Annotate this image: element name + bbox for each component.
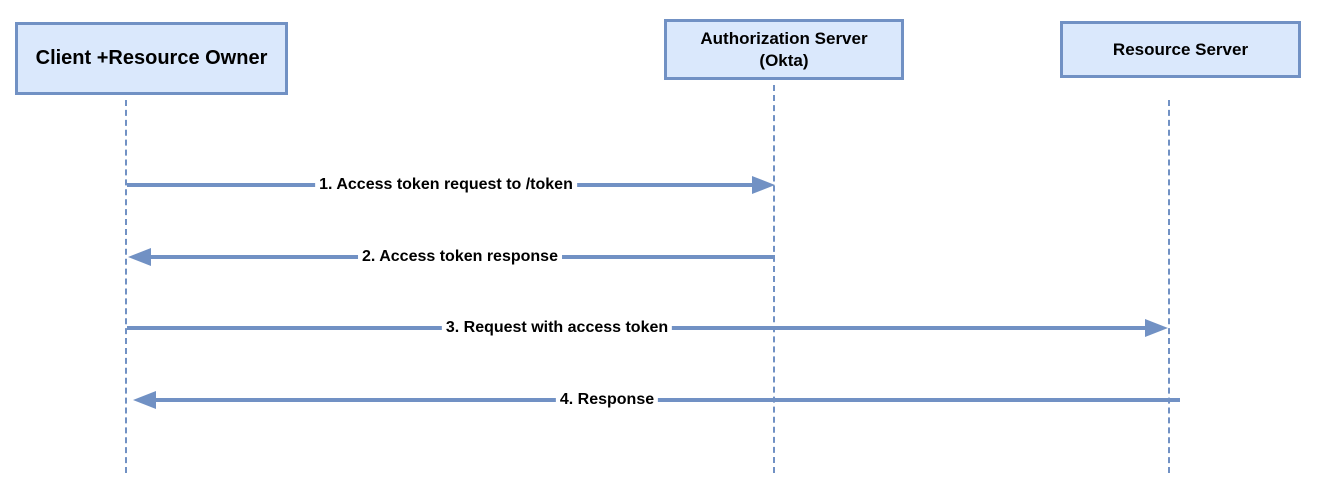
message-1-label: 1. Access token request to /token bbox=[315, 176, 577, 194]
lifeline-resource-server bbox=[1168, 100, 1170, 473]
message-3-arrowhead-right-icon bbox=[1145, 319, 1168, 337]
actor-label-client: Client +Resource Owner bbox=[35, 47, 268, 69]
message-4-label: 4. Response bbox=[555, 391, 659, 409]
actor-box-client: Client +Resource Owner bbox=[15, 22, 288, 95]
actor-label-authorization-server: Authorization Server (Okta) bbox=[700, 29, 868, 70]
actor-label-resource-server: Resource Server bbox=[1112, 39, 1249, 59]
lifeline-authorization-server bbox=[773, 85, 775, 473]
message-4-arrowhead-left-icon bbox=[133, 391, 156, 409]
message-1-arrowhead-right-icon bbox=[752, 176, 775, 194]
actor-box-authorization-server: Authorization Server (Okta) bbox=[664, 19, 904, 80]
lifeline-client bbox=[125, 100, 127, 473]
message-3-label: 3. Request with access token bbox=[441, 319, 673, 337]
message-2-arrowhead-left-icon bbox=[128, 248, 151, 266]
message-4-line bbox=[155, 398, 1180, 402]
message-2-label: 2. Access token response bbox=[358, 248, 562, 266]
actor-box-resource-server: Resource Server bbox=[1060, 21, 1301, 78]
